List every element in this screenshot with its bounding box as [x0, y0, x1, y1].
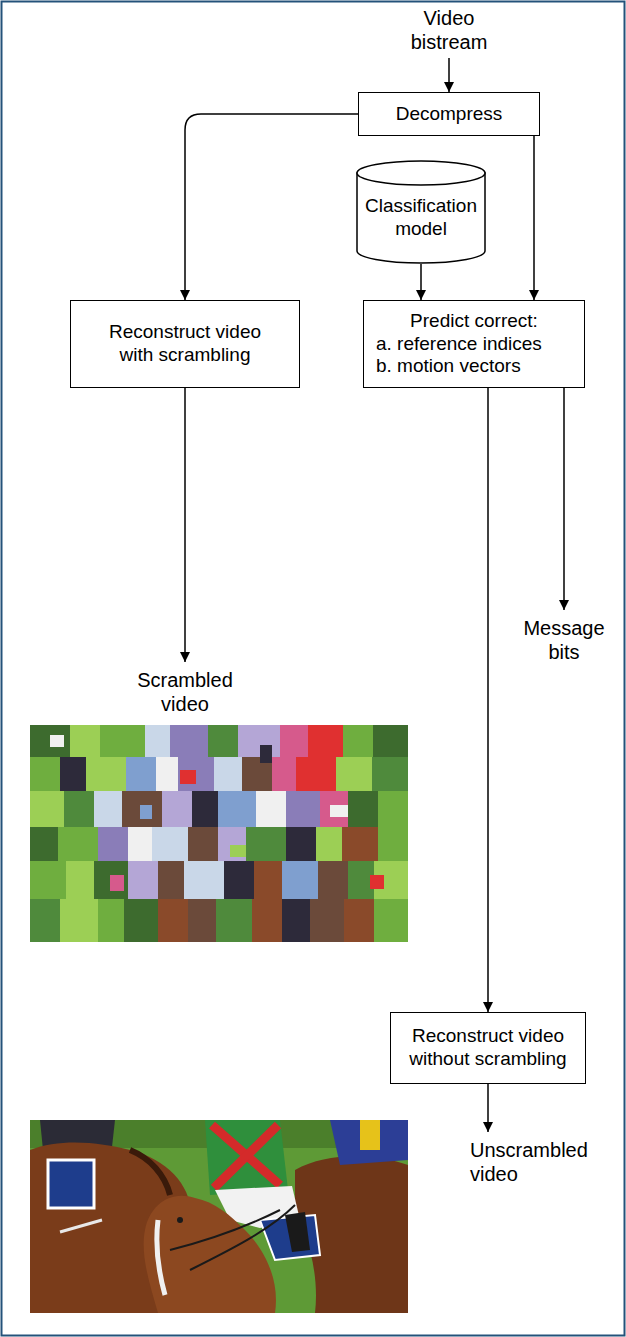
flow-label: Scrambled video	[130, 668, 240, 716]
node-item: b. motion vectors	[376, 355, 572, 378]
flow-arrow	[563, 388, 565, 610]
flow-arrow	[184, 388, 186, 662]
process-box: Reconstruct video without scrambling	[390, 1012, 586, 1084]
node-text: Reconstruct video with scrambling	[91, 321, 279, 367]
process-box: Reconstruct video with scrambling	[70, 300, 300, 388]
flow-connector	[185, 114, 358, 300]
node-text: Reconstruct video without scrambling	[401, 1025, 575, 1071]
flow-connector	[533, 136, 535, 300]
process-box: Decompress	[358, 92, 540, 136]
cylinder-top	[357, 161, 485, 185]
cylinder-body	[357, 173, 485, 263]
flow-label: Message bits	[518, 616, 610, 664]
database-cylinder: Classification model	[356, 160, 486, 264]
flow-arrow	[487, 1084, 489, 1132]
flow-connector	[420, 264, 422, 300]
flow-connector	[487, 388, 489, 1012]
scrambled-frame	[30, 725, 408, 942]
unscrambled-frame	[30, 1120, 408, 1313]
process-box: Predict correct:a. reference indicesb. m…	[363, 300, 585, 388]
node-text: Classification model	[362, 195, 480, 241]
flow-label: Unscrambled video	[470, 1138, 598, 1186]
flow-arrow	[448, 58, 450, 92]
node-text: Predict correct:	[376, 310, 572, 333]
node-item: a. reference indices	[376, 333, 572, 356]
node-text: Decompress	[371, 103, 527, 126]
flow-label: Video bistream	[399, 6, 499, 54]
